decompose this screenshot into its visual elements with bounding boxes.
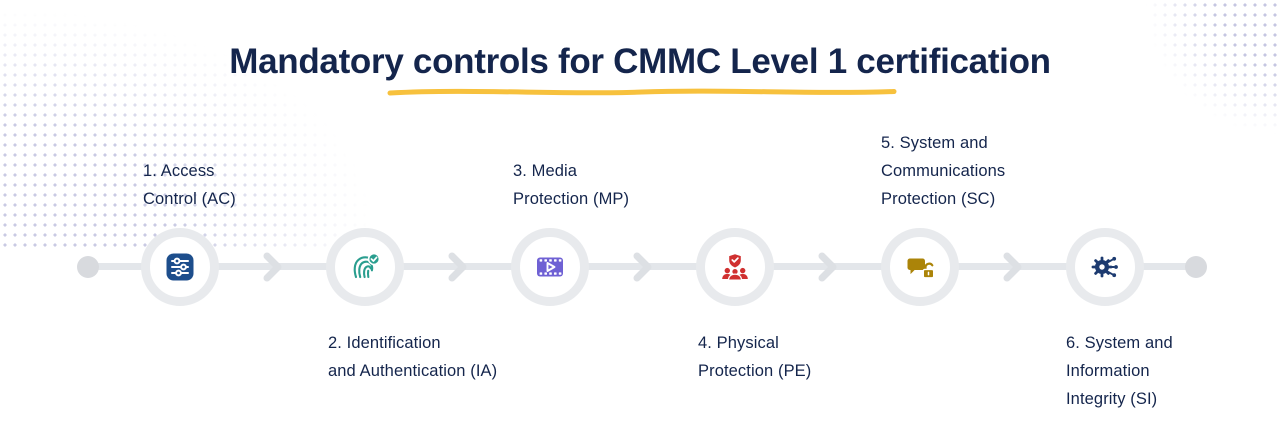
step-label-system-information-integrity: 6. System and Information Integrity (SI)	[1066, 329, 1173, 413]
arrow-right-icon	[448, 252, 467, 282]
arrow-right-icon	[1003, 252, 1022, 282]
step-label-line: Protection (SC)	[881, 190, 996, 208]
chat-lock-icon	[907, 258, 935, 279]
step-label-access-control: 1. Access Control (AC)	[143, 157, 236, 213]
fingerprint-check-icon	[353, 252, 381, 279]
page-title: Mandatory controls for CMMC Level 1 cert…	[229, 42, 1051, 81]
film-play-icon	[537, 257, 563, 277]
arrow-right-icon	[633, 252, 652, 282]
arrow-right-icon	[263, 252, 282, 282]
step-label-line: Control (AC)	[143, 190, 236, 208]
step-label-line: 6. System and	[1066, 334, 1173, 352]
step-node-system-communications-protection	[881, 228, 959, 306]
step-label-line: Protection (PE)	[698, 362, 812, 380]
step-label-line: 2. Identification	[328, 334, 441, 352]
step-label-system-communications-protection: 5. System and Communications Protection …	[881, 129, 1005, 213]
arrow-right-icon	[818, 252, 837, 282]
title-underline-decoration	[387, 88, 897, 96]
step-label-line: 4. Physical	[698, 334, 779, 352]
step-label-line: Integrity (SI)	[1066, 390, 1158, 408]
timeline-start-dot	[77, 256, 99, 278]
step-label-line: 5. System and	[881, 134, 988, 152]
step-node-system-information-integrity	[1066, 228, 1144, 306]
step-label-line: 3. Media	[513, 162, 578, 180]
step-node-access-control	[141, 228, 219, 306]
step-label-line: and Authentication (IA)	[328, 362, 498, 380]
sliders-icon	[166, 253, 194, 281]
gear-circuit-icon	[1091, 256, 1118, 278]
timeline-track	[88, 263, 1196, 270]
timeline-end-dot	[1185, 256, 1207, 278]
step-node-identification-authentication	[326, 228, 404, 306]
step-node-physical-protection	[696, 228, 774, 306]
people-shield-icon	[722, 254, 748, 281]
step-label-line: Information	[1066, 362, 1150, 380]
step-node-media-protection	[511, 228, 589, 306]
step-label-physical-protection: 4. Physical Protection (PE)	[698, 329, 811, 385]
step-label-line: 1. Access	[143, 162, 215, 180]
step-label-line: Protection (MP)	[513, 190, 630, 208]
step-label-media-protection: 3. Media Protection (MP)	[513, 157, 629, 213]
step-label-identification-authentication: 2. Identification and Authentication (IA…	[328, 329, 497, 385]
step-label-line: Communications	[881, 162, 1006, 180]
